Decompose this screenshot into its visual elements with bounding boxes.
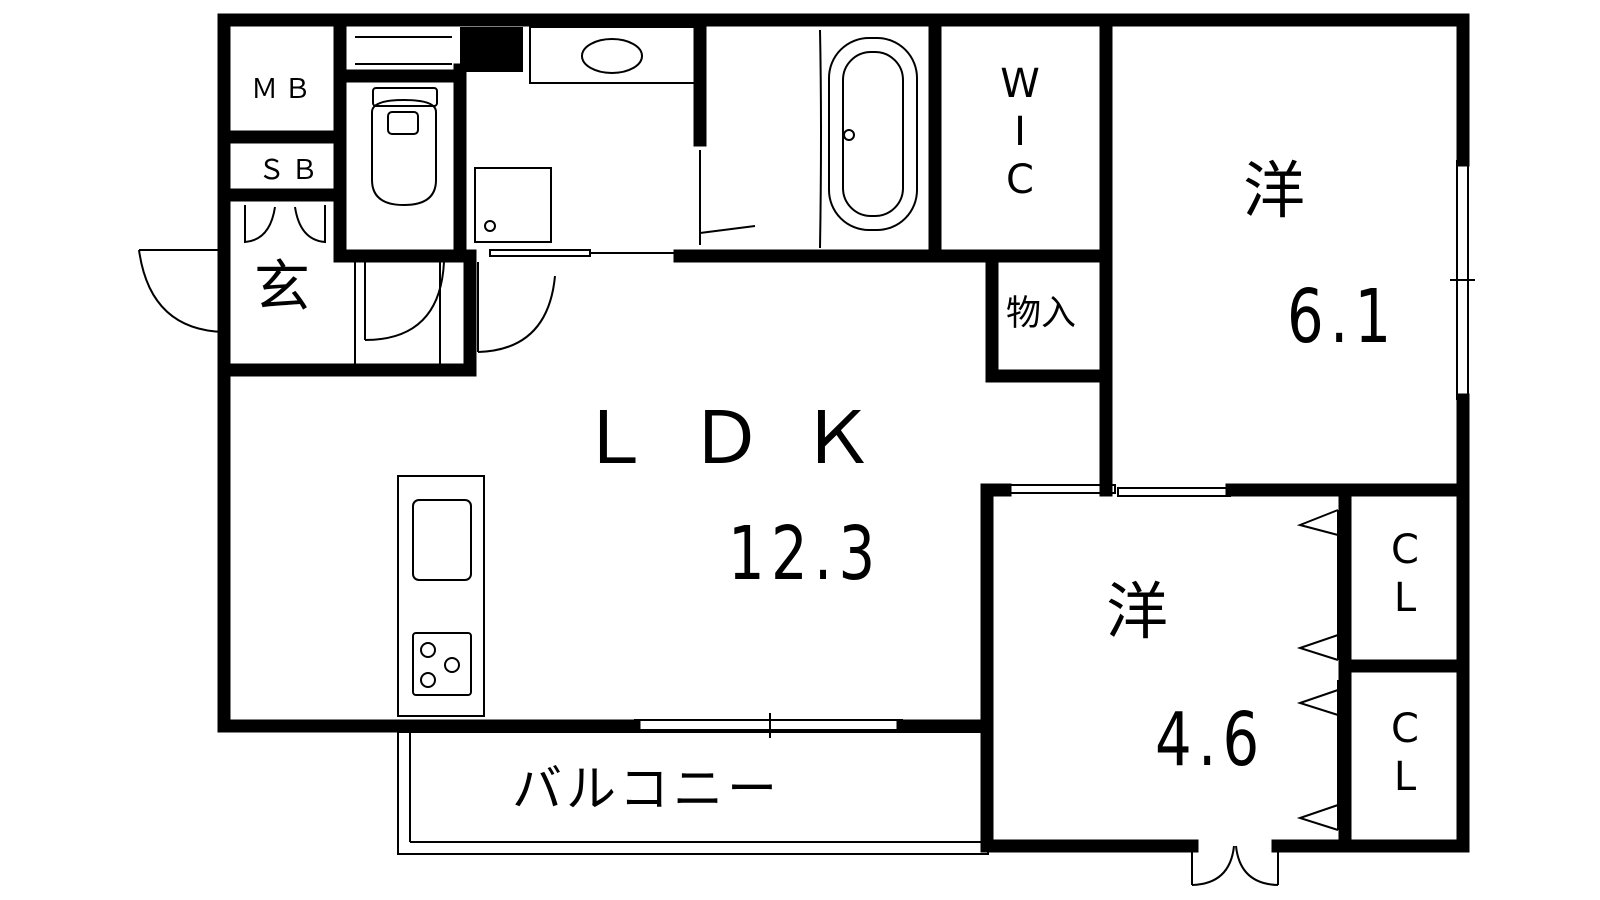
walls <box>217 13 1470 853</box>
bedroom2-size: 4.6 <box>1155 697 1266 783</box>
balcony-label: バルコニー <box>512 760 781 818</box>
bedroom1-size: 6.1 <box>1287 274 1398 360</box>
structural-column <box>460 27 523 72</box>
ldk-label: ＬＤＫ <box>577 396 911 480</box>
bedroom2-label: 洋 <box>1106 575 1169 648</box>
sb-label: ＳＢ <box>258 155 324 186</box>
storage-label: 物入 <box>1006 294 1077 334</box>
ldk-size: 12.3 <box>728 511 882 597</box>
fixtures <box>138 26 1475 886</box>
mb-label: ＭＢ <box>251 74 317 105</box>
bedroom1-label: 洋 <box>1243 154 1306 227</box>
genkan-label: 玄 <box>254 255 310 320</box>
wic-label: W I C <box>1000 61 1040 203</box>
closet2-label: C L <box>1391 706 1419 800</box>
closet1-label: C L <box>1391 527 1419 621</box>
